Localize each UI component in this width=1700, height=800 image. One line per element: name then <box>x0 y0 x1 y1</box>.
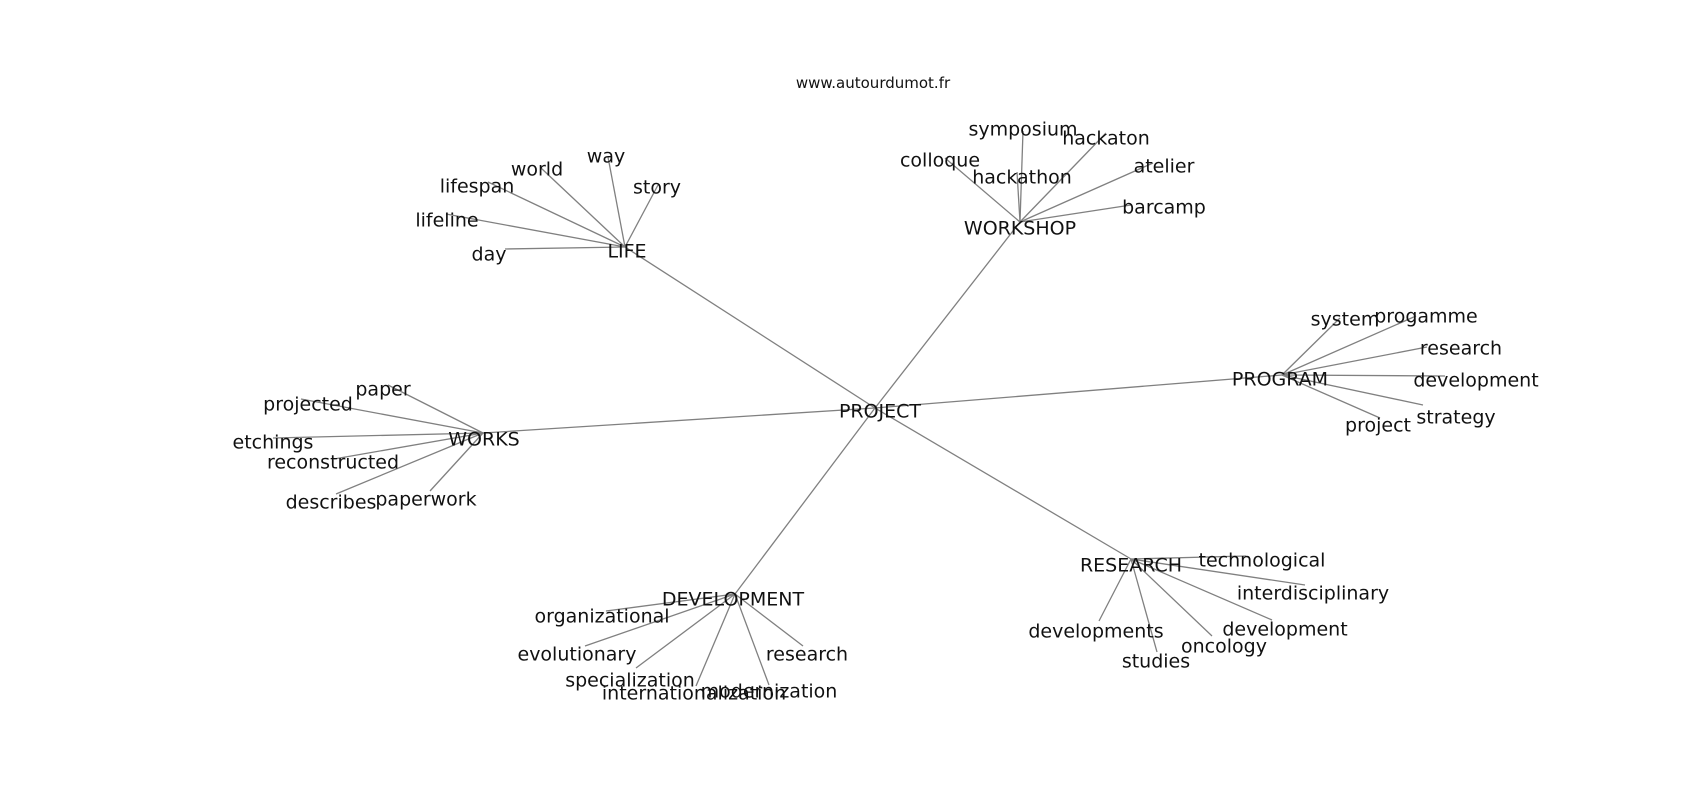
leaf-label-program-strategy: strategy <box>1416 407 1495 429</box>
edge-program-system <box>1281 317 1341 376</box>
leaf-label-research-developments: developments <box>1028 621 1163 643</box>
leaf-label-works-paper: paper <box>355 379 410 401</box>
edge-center-works <box>482 407 876 434</box>
leaf-label-works-etchings: etchings <box>233 432 314 454</box>
edge-workshop-hackathon <box>1016 171 1021 223</box>
edge-program-development <box>1281 374 1446 377</box>
edge-center-development <box>734 407 876 595</box>
leaf-label-program-research: research <box>1420 338 1502 360</box>
edge-workshop-barcamp <box>1019 204 1132 223</box>
hub-label-research: RESEARCH <box>1080 555 1182 577</box>
edge-works-reconstructed <box>333 432 484 460</box>
edge-works-describes <box>335 432 484 495</box>
edge-center-program <box>874 374 1283 409</box>
edge-works-paper <box>387 384 484 434</box>
leaf-label-workshop-barcamp: barcamp <box>1122 197 1206 219</box>
edge-development-organizational <box>605 593 736 612</box>
edge-works-etchings <box>272 432 484 439</box>
edge-workshop-symposium <box>1019 130 1024 223</box>
edge-workshop-hackaton <box>1019 132 1107 223</box>
edge-center-research <box>874 407 1132 560</box>
edge-works-projected <box>300 398 484 434</box>
leaf-label-life-day: day <box>472 244 507 266</box>
leaf-label-development-research: research <box>766 644 848 666</box>
leaf-label-research-technological: technological <box>1199 550 1326 572</box>
leaf-label-program-system: system <box>1311 309 1380 331</box>
edge-life-world <box>540 167 626 248</box>
leaf-label-works-reconstructed: reconstructed <box>267 452 399 474</box>
hub-label-life: LIFE <box>607 241 646 263</box>
leaf-label-workshop-symposium: symposium <box>968 119 1077 141</box>
leaf-label-works-paperwork: paperwork <box>375 489 476 511</box>
edge-research-technological <box>1130 555 1247 560</box>
edge-program-progamme <box>1281 315 1417 376</box>
edge-development-modernization <box>734 593 770 686</box>
leaf-label-workshop-hackaton: hackaton <box>1062 128 1150 150</box>
leaf-label-life-world: world <box>511 159 563 181</box>
hub-label-works: WORKS <box>448 429 519 451</box>
edge-workshop-colloque <box>944 157 1021 223</box>
edge-life-day <box>504 246 626 250</box>
edge-life-lifeline <box>445 213 626 248</box>
leaf-label-works-projected: projected <box>263 394 353 416</box>
hub-label-development: DEVELOPMENT <box>662 589 805 611</box>
edge-development-evolutionary <box>584 593 736 647</box>
edge-development-specialization <box>635 593 736 669</box>
leaf-label-program-progamme: progamme <box>1374 306 1478 328</box>
leaf-label-research-oncology: oncology <box>1181 636 1267 658</box>
edge-research-studies <box>1130 558 1158 653</box>
center-label: PROJECT <box>839 401 921 423</box>
leaf-label-program-project: project <box>1345 415 1411 437</box>
edge-program-project <box>1281 374 1381 419</box>
leaf-label-development-specialization: specialization <box>565 670 695 692</box>
edges-layer <box>272 130 1446 687</box>
edge-workshop-atelier <box>1019 162 1154 223</box>
hub-label-program: PROGRAM <box>1232 369 1328 391</box>
leaf-label-life-lifespan: lifespan <box>440 176 515 198</box>
leaf-label-workshop-colloque: colloque <box>900 150 980 172</box>
leaf-label-works-describes: describes <box>286 492 377 514</box>
edge-center-life <box>624 246 876 409</box>
leaf-label-workshop-hackathon: hackathon <box>972 167 1072 189</box>
edge-works-paperwork <box>429 432 484 492</box>
edge-research-interdisciplinary <box>1130 558 1306 586</box>
edge-life-way <box>607 156 626 248</box>
edge-research-development <box>1130 558 1273 621</box>
edge-program-research <box>1281 346 1428 376</box>
leaf-label-life-story: story <box>633 177 681 199</box>
hub-label-workshop: WORKSHOP <box>964 218 1076 240</box>
edge-development-research <box>734 593 804 647</box>
leaf-label-program-development: development <box>1413 370 1538 392</box>
edge-life-story <box>624 184 659 248</box>
edge-research-oncology <box>1130 558 1213 637</box>
leaf-label-development-organizational: organizational <box>534 606 669 628</box>
edge-program-strategy <box>1281 374 1424 406</box>
leaf-label-development-evolutionary: evolutionary <box>518 644 637 666</box>
edge-research-developments <box>1098 558 1132 622</box>
site-label: www.autourdumot.fr <box>796 74 951 92</box>
leaf-label-life-lifeline: lifeline <box>415 210 478 232</box>
leaf-label-development-internationalization: internationalization <box>602 683 786 705</box>
leaf-label-life-way: way <box>587 146 625 168</box>
edge-center-workshop <box>874 221 1021 409</box>
leaf-label-research-studies: studies <box>1122 651 1190 673</box>
edge-development-internationalization <box>695 593 736 687</box>
leaf-label-development-modernization: modernization <box>701 681 838 703</box>
leaf-label-research-interdisciplinary: interdisciplinary <box>1237 583 1389 605</box>
leaf-label-research-development: development <box>1222 619 1347 641</box>
leaf-label-workshop-atelier: atelier <box>1134 156 1195 178</box>
edge-life-lifespan <box>487 181 626 248</box>
labels-layer: way world story lifespan lifeline day LIFE symp… <box>233 119 1539 705</box>
